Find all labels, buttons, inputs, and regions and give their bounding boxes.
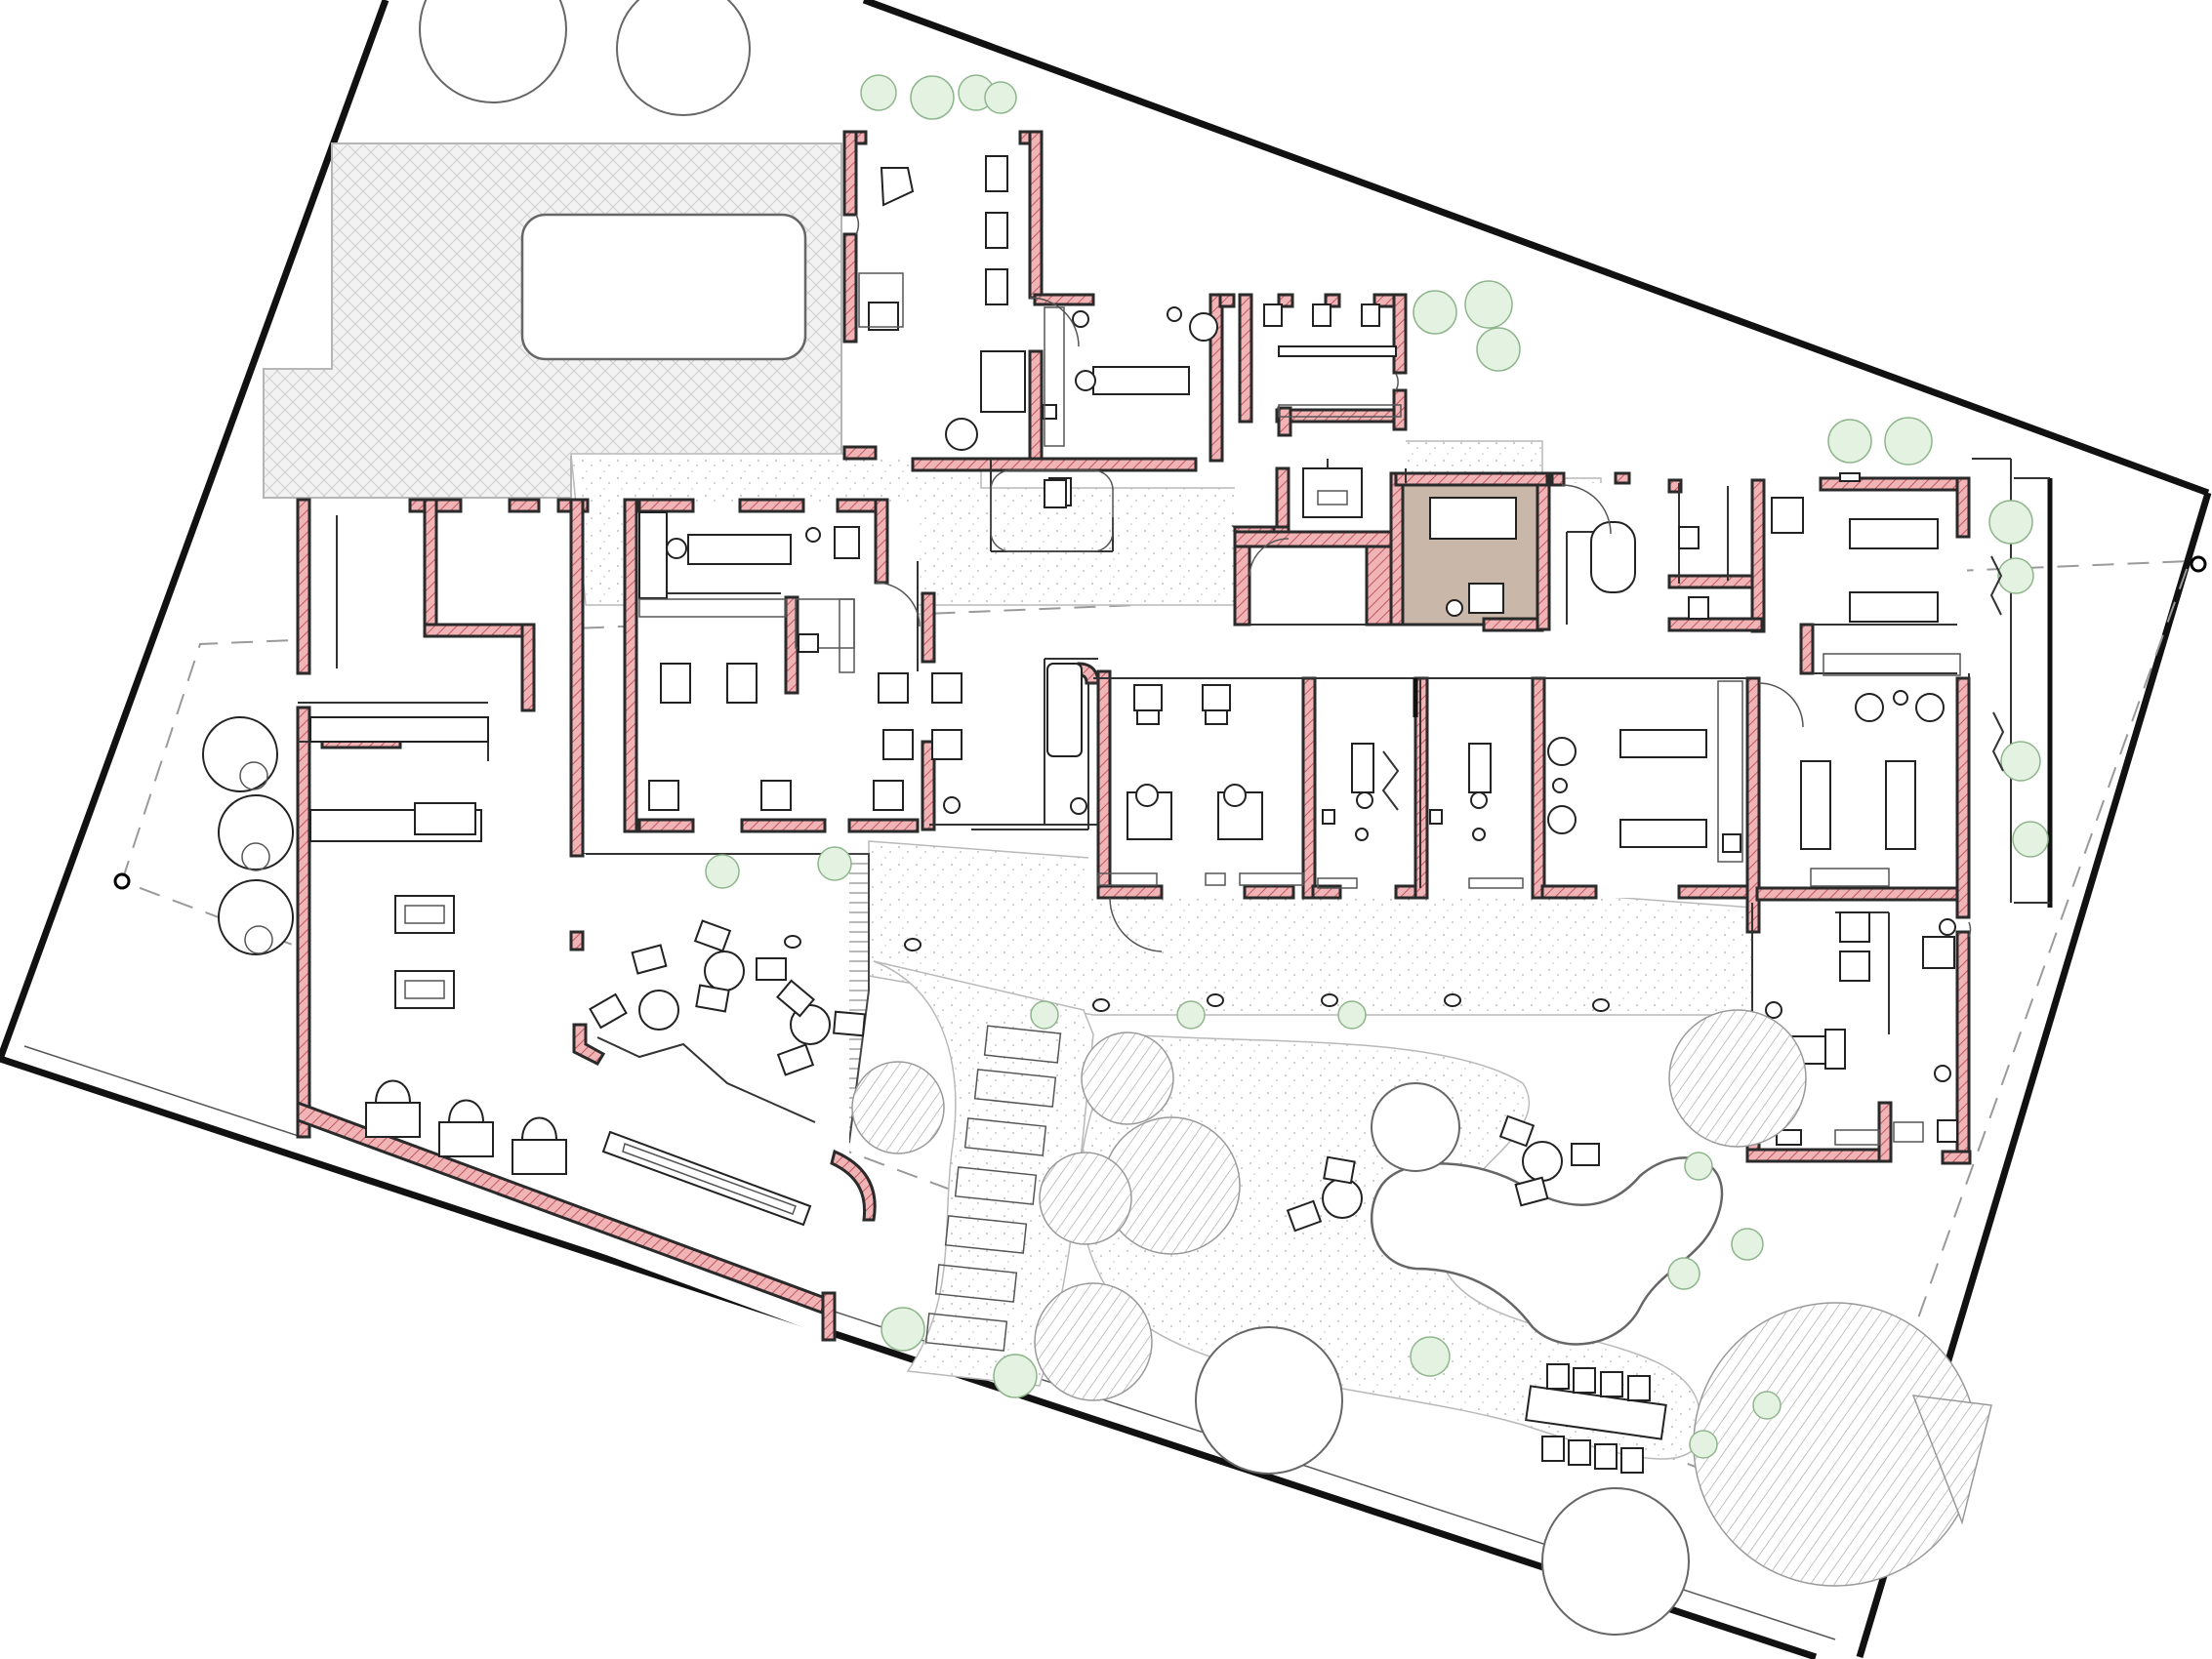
tree-icon [1039,1152,1132,1245]
shrub-icon [2012,821,2049,858]
bar-chair-1 [365,1079,421,1138]
deck-table-2 [638,990,679,1031]
shrub-icon [2000,741,2041,782]
shrub-icon [1731,1228,1764,1261]
shrub-icon [1988,500,2033,545]
shrub-icon [1464,280,1513,329]
door-swing-icon [855,214,2005,952]
shrub-icon [1176,1000,1206,1030]
path-lights [1092,993,1610,1012]
massage-bed-2 [1849,518,1939,549]
shrub-icon [1684,1152,1713,1181]
tree-icon [616,0,751,116]
shrub-icon [817,846,852,881]
shrub-icon [1030,1000,1059,1030]
tree-icon [1081,1032,1174,1125]
shrubs [705,74,2049,1459]
massage-bed-1 [1092,366,1190,395]
shrub-icon [1997,557,2034,594]
shrub-icon [1689,1430,1718,1459]
sofa [1046,663,1083,757]
garden-dining-table [1525,1385,1667,1440]
tree-icon [419,0,567,103]
tree-icon [1668,1009,1807,1148]
round-table-2 [218,794,294,870]
shrub-icon [1337,1000,1367,1030]
massage-bed-7 [1800,760,1831,850]
shrub-icon [1752,1391,1782,1420]
stepping-stones [924,1025,1062,1352]
garden-table-2 [1522,1141,1563,1182]
round-table-3 [218,879,294,955]
shrub-icon [860,74,897,111]
shrub-icon [1476,327,1521,372]
massage-bed-6 [1619,819,1707,848]
shrub-icon [1413,290,1457,335]
massage-bed-8 [1885,760,1916,850]
massage-bed-4 [687,534,792,565]
massage-bed-5 [1619,729,1707,758]
table-left-1 [394,895,455,934]
garden-table-1 [1322,1178,1363,1219]
shrub-icon [1667,1257,1700,1290]
table-left-2 [394,970,455,1009]
trees [419,0,1992,1636]
tree-icon [1034,1282,1153,1401]
shrub-icon [910,75,955,120]
tree-icon [1371,1082,1460,1172]
tree-icon [1195,1326,1343,1475]
shrub-icon [881,1307,925,1352]
massage-bed-3 [1849,591,1939,623]
deck-table-1 [704,951,745,991]
bath [1590,521,1636,593]
shrub-icon [1884,417,1933,465]
walls [296,130,1972,1342]
pool [520,213,807,361]
shrub-icon [993,1354,1038,1398]
bar-chair-3 [512,1116,567,1175]
tree-icon [851,1061,945,1154]
bar-chair-2 [438,1099,494,1157]
tree-icon [1541,1487,1690,1636]
shrub-icon [984,81,1017,114]
shrub-icon [1410,1336,1451,1377]
shrub-icon [705,854,740,889]
round-table-1 [202,716,278,792]
paved-courtyard [263,142,842,499]
furniture [202,155,1961,1474]
shrub-icon [1827,419,1872,464]
